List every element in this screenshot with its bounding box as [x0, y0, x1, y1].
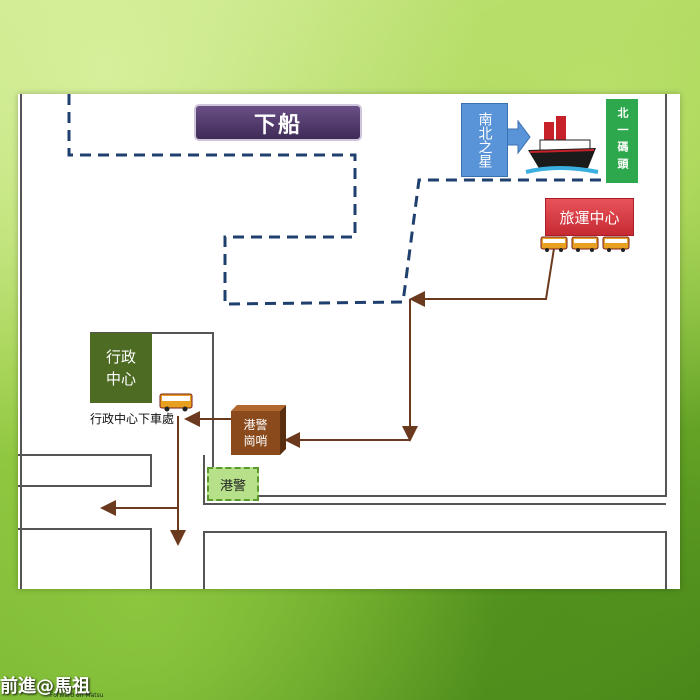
travel-center-label: 旅運中心: [545, 198, 634, 236]
bus-route: [100, 241, 556, 546]
boat-arrow-icon: [505, 119, 531, 155]
admin-center-label: 行政中心: [90, 333, 152, 403]
bus-icons-travel-center: [540, 236, 630, 252]
road-lower-block: [203, 531, 667, 589]
bus-icon-admin: [159, 393, 193, 412]
ship-icon: [525, 116, 599, 174]
page-title: 下船: [194, 104, 362, 141]
police-label: 港警: [207, 467, 259, 501]
admin-center-text: 行政中心: [105, 348, 136, 388]
map-canvas: [18, 94, 667, 589]
dashed-walk-path: [67, 94, 605, 306]
watermark: 前進@馬祖: [0, 676, 90, 697]
police-post-side: [280, 405, 286, 455]
map-panel: 下船 南北之星 北一碼頭 旅運中心 行政中心 行政中心下車處 港警崗哨 港警: [18, 94, 680, 589]
road-mid: [203, 455, 666, 505]
police-post-top: [231, 405, 286, 411]
road-left-stub-bottom: [18, 528, 152, 589]
road-lines: [18, 94, 667, 589]
police-post-label: 港警崗哨: [231, 411, 280, 455]
road-left-stub-top: [18, 454, 152, 487]
route-arrow-1: [409, 241, 556, 307]
admin-dropoff-label: 行政中心下車處: [90, 412, 175, 426]
pier-label: 北一碼頭: [606, 99, 638, 183]
boat-name-label: 南北之星: [461, 103, 508, 177]
watermark-subtext: Forward on Matsu: [50, 692, 104, 699]
police-post-text: 港警崗哨: [243, 418, 268, 448]
